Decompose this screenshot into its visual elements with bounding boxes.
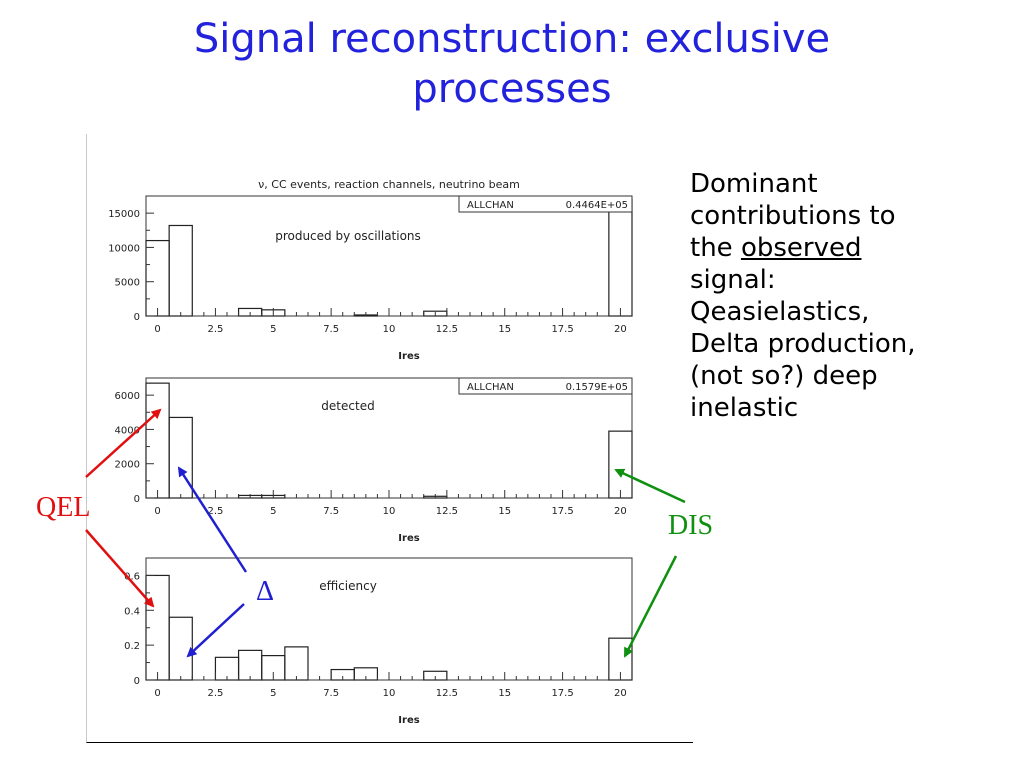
panel-3-xtick-label-7: 17.5 xyxy=(551,688,573,699)
panel-2-bar-20 xyxy=(608,430,633,499)
panel-2-stat-label: ALLCHAN xyxy=(467,382,514,393)
dis-annotation: DIS xyxy=(668,510,714,541)
panel-3-xlabel: Ires xyxy=(398,715,419,726)
panel-1-xtick-label-2: 5 xyxy=(270,324,276,335)
panel-1-xlabel: Ires xyxy=(398,351,419,362)
panel-3-ytick-label-1: 0.2 xyxy=(124,641,140,652)
slide-title-line1: Signal reconstruction: exclusive xyxy=(193,16,831,62)
slide-title: Signal reconstruction: exclusive process… xyxy=(0,14,1024,114)
panel-3-xtick-label-2: 5 xyxy=(270,688,276,699)
panel-2-annotation: detected xyxy=(321,399,374,413)
panel-1-xtick-label-4: 10 xyxy=(383,324,396,335)
panel-1-bar-1 xyxy=(168,224,193,317)
panel-3-xtick-label-5: 12.5 xyxy=(436,688,458,699)
panel-2-xtick-label-1: 2.5 xyxy=(207,506,223,517)
panel-3-ytick-label-2: 0.4 xyxy=(124,606,140,617)
panel-2-xtick-label-4: 10 xyxy=(383,506,396,517)
panel-1-xtick-label-0: 0 xyxy=(154,324,160,335)
panel-2-frame xyxy=(145,377,633,499)
qel-annotation: QEL xyxy=(36,492,91,523)
panel-1-title: ν, CC events, reaction channels, neutrin… xyxy=(258,178,520,191)
panel-2-xtick-label-2: 5 xyxy=(270,506,276,517)
panel-1-xtick-label-7: 17.5 xyxy=(551,324,573,335)
panel-3-bar-4 xyxy=(237,649,263,681)
panel-1-bar-20 xyxy=(608,198,633,317)
panel-1-bar-0 xyxy=(145,239,170,317)
panel-2-bar-1 xyxy=(168,416,193,499)
side-line-7: (not so?) deep xyxy=(690,361,878,391)
side-line-3: the observed xyxy=(690,232,1020,264)
panel-3-xtick-label-6: 15 xyxy=(498,688,511,699)
side-line-6: Delta production, xyxy=(690,329,916,359)
side-line-4: signal: xyxy=(690,265,776,295)
panel-3-xtick-label-0: 0 xyxy=(154,688,160,699)
panel-2-xlabel: Ires xyxy=(398,533,419,544)
panel-2-xtick-label-3: 7.5 xyxy=(323,506,339,517)
side-line-2: contributions to xyxy=(690,201,896,231)
panel-2-stat-box xyxy=(458,377,633,395)
panel-3-xtick-label-4: 10 xyxy=(383,688,396,699)
side-line-8: inelastic xyxy=(690,393,799,423)
panel-3-ytick-label-0: 0 xyxy=(134,676,140,687)
panel-1-xtick-label-1: 2.5 xyxy=(207,324,223,335)
panel-3-bar-6 xyxy=(284,646,309,681)
side-description: Dominant contributions to the observed s… xyxy=(690,168,1020,424)
panel-2-ytick-label-0: 0 xyxy=(134,494,140,505)
panel-3-xtick-label-8: 20 xyxy=(614,688,627,699)
panel-1-stat-label: ALLCHAN xyxy=(467,200,514,211)
panel-1-annotation: produced by oscillations xyxy=(275,229,421,243)
panel-2-stat-value: 0.1579E+05 xyxy=(566,382,628,393)
panel-1-frame xyxy=(145,195,633,317)
delta-annotation: Δ xyxy=(256,576,275,607)
panel-3-xtick-label-1: 2.5 xyxy=(207,688,223,699)
panel-1-ytick-label-2: 10000 xyxy=(108,243,140,254)
panel-1-ytick-label-0: 0 xyxy=(134,312,140,323)
panel-2-xtick-label-6: 15 xyxy=(498,506,511,517)
panel-3-ytick-label-3: 0.6 xyxy=(124,571,140,582)
panel-3-xtick-label-3: 7.5 xyxy=(323,688,339,699)
panel-1-xtick-label-8: 20 xyxy=(614,324,627,335)
panel-1-xtick-label-3: 7.5 xyxy=(323,324,339,335)
panel-2-xtick-label-8: 20 xyxy=(614,506,627,517)
panel-1-xtick-label-6: 15 xyxy=(498,324,511,335)
panel-1-stat-value: 0.4464E+05 xyxy=(566,200,628,211)
side-line-3-underlined: observed xyxy=(740,233,862,263)
side-line-1: Dominant xyxy=(690,169,818,199)
panel-2-xtick-label-7: 17.5 xyxy=(551,506,573,517)
panel-2-ytick-label-1: 2000 xyxy=(115,460,140,471)
side-line-5: Qeasielastics, xyxy=(690,297,870,327)
panel-2-ytick-label-3: 6000 xyxy=(115,391,140,402)
panel-3-bar-1 xyxy=(168,616,193,681)
panel-2-xtick-label-0: 0 xyxy=(154,506,160,517)
panel-1-stat-box xyxy=(458,195,633,213)
slide-title-line2: processes xyxy=(412,66,612,112)
panel-3-frame xyxy=(145,557,633,681)
panel-2-xtick-label-5: 12.5 xyxy=(436,506,458,517)
panel-1-ytick-label-1: 5000 xyxy=(115,278,140,289)
panel-2-ytick-label-2: 4000 xyxy=(115,425,140,436)
side-line-3-prefix: the xyxy=(690,233,741,263)
panel-1-xtick-label-5: 12.5 xyxy=(436,324,458,335)
panel-3-annotation: efficiency xyxy=(319,579,377,593)
panel-1-ytick-label-3: 15000 xyxy=(108,209,140,220)
